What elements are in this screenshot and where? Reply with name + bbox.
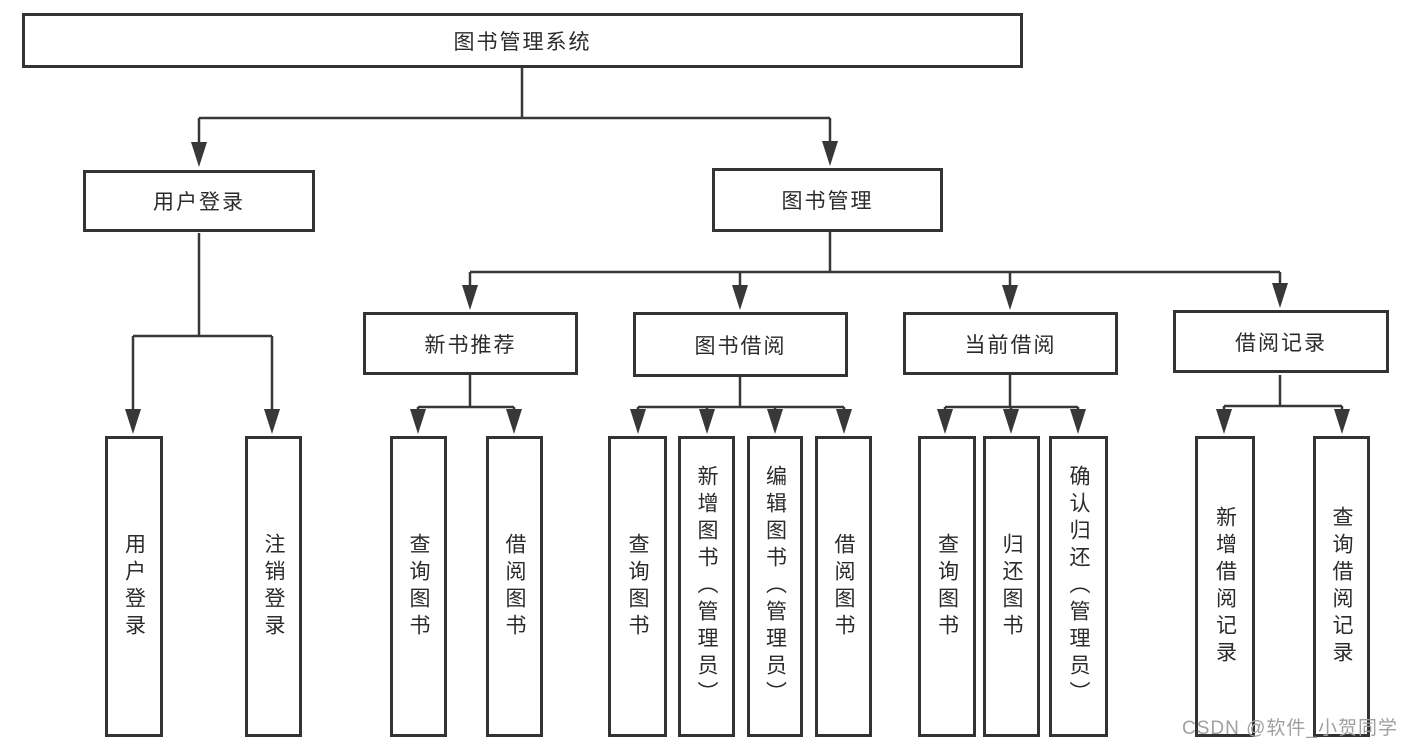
arrowhead-icon [125, 409, 141, 434]
arrowhead-icon [699, 409, 715, 434]
leaf-label: 借阅图书 [832, 532, 855, 641]
node-new-book-recommend: 新书推荐 [363, 312, 578, 375]
csdn-watermark: CSDN @软件_小贺同学 [1182, 718, 1398, 739]
connector-current-borrowing-to-children [943, 375, 1080, 412]
arrowhead-icon [191, 142, 207, 167]
node-label: 借阅记录 [1235, 331, 1327, 355]
leaf-records-query-record: 查询借阅记录 [1313, 436, 1370, 737]
node-label: 图书管理 [781, 190, 874, 213]
leaf-borrowing-borrow-books: 借阅图书 [815, 436, 872, 737]
connector-book-management-to-level3 [468, 232, 1282, 288]
leaf-label: 借阅图书 [503, 532, 526, 641]
arrowhead-icon [1272, 283, 1288, 308]
arrowhead-icon [1334, 409, 1350, 434]
node-label: 新书推荐 [424, 333, 517, 357]
arrowhead-icon [1003, 409, 1019, 434]
arrowhead-icon [836, 409, 852, 434]
connector-user-login-to-children [131, 233, 274, 412]
leaf-label: 查询图书 [935, 532, 959, 641]
node-current-borrowing: 当前借阅 [903, 312, 1118, 375]
leaf-label: 编辑图书（管理员） [763, 465, 787, 708]
node-book-management: 图书管理 [712, 168, 943, 232]
leaf-label: 确认归还（管理员） [1067, 465, 1090, 708]
leaf-borrowing-edit-books-admin: 编辑图书（管理员） [747, 436, 803, 737]
leaf-label: 归还图书 [1000, 532, 1023, 641]
arrowhead-icon [732, 285, 748, 310]
connector-root-to-level2 [197, 68, 832, 147]
leaf-current-return-books: 归还图书 [983, 436, 1040, 737]
leaf-records-add-record: 新增借阅记录 [1195, 436, 1255, 737]
node-user-login: 用户登录 [83, 170, 315, 232]
leaf-recommend-borrow-books: 借阅图书 [486, 436, 543, 737]
connector-book-borrowing-to-children [636, 377, 846, 412]
leaf-recommend-query-books: 查询图书 [390, 436, 447, 737]
connector-new-book-recommend-to-children [416, 375, 516, 412]
node-label: 用户登录 [153, 191, 245, 214]
arrowhead-icon [767, 409, 783, 434]
leaf-label: 新增借阅记录 [1213, 505, 1237, 668]
leaf-current-confirm-return-admin: 确认归还（管理员） [1049, 436, 1108, 737]
leaf-borrowing-add-books-admin: 新增图书（管理员） [678, 436, 735, 737]
arrowhead-icon [410, 409, 426, 434]
arrowhead-icon [1070, 409, 1086, 434]
node-label: 当前借阅 [964, 333, 1057, 357]
node-borrowing-records: 借阅记录 [1173, 310, 1389, 373]
leaf-label: 用户登录 [122, 532, 146, 641]
node-label: 图书管理系统 [453, 30, 592, 54]
arrowheads [125, 141, 1350, 434]
leaf-user-login: 用户登录 [105, 436, 163, 737]
arrowhead-icon [462, 285, 478, 310]
leaf-label: 注销登录 [262, 532, 285, 641]
node-library-management-system: 图书管理系统 [22, 13, 1023, 68]
node-book-borrowing: 图书借阅 [633, 312, 848, 377]
leaf-label: 查询图书 [626, 532, 649, 641]
leaf-current-query-books: 查询图书 [918, 436, 976, 737]
arrowhead-icon [264, 409, 280, 434]
node-label: 图书借阅 [694, 334, 787, 358]
leaf-label: 新增图书（管理员） [695, 465, 718, 708]
leaf-logout: 注销登录 [245, 436, 302, 737]
arrowhead-icon [937, 409, 953, 434]
leaf-borrowing-query-books: 查询图书 [608, 436, 667, 737]
connector-borrowing-records-to-children [1222, 375, 1344, 412]
arrowhead-icon [822, 141, 838, 166]
arrowhead-icon [630, 409, 646, 434]
leaf-label: 查询图书 [407, 532, 430, 641]
leaf-label: 查询借阅记录 [1330, 505, 1353, 668]
arrowhead-icon [1002, 285, 1018, 310]
arrowhead-icon [1216, 409, 1232, 434]
arrowhead-icon [506, 409, 522, 434]
